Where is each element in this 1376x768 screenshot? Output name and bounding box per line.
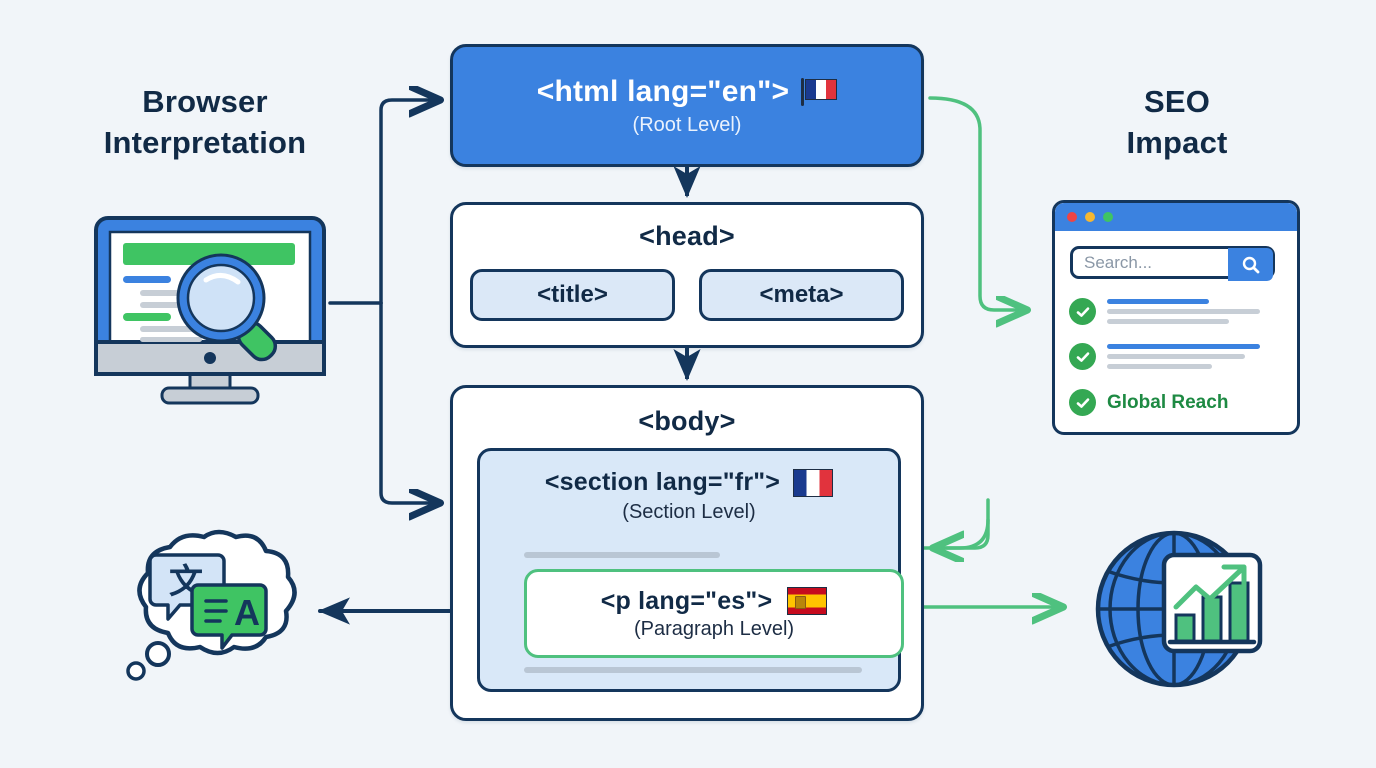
node-meta-tag[interactable]: <meta> bbox=[699, 269, 904, 321]
magnifier-icon bbox=[1242, 256, 1259, 273]
left-heading: Browser Interpretation bbox=[103, 84, 307, 160]
flag-france-waving-icon bbox=[801, 77, 838, 106]
node-head-tag: <head> bbox=[639, 221, 735, 251]
traffic-light-red-icon[interactable] bbox=[1067, 212, 1077, 222]
node-body-tag: <body> bbox=[638, 406, 736, 436]
node-section-level: (Section Level) bbox=[622, 501, 756, 523]
traffic-light-green-icon[interactable] bbox=[1103, 212, 1113, 222]
node-paragraph-tag-row: <p lang="es"> bbox=[601, 587, 828, 616]
search-button[interactable] bbox=[1228, 248, 1273, 281]
traffic-light-yellow-icon[interactable] bbox=[1085, 212, 1095, 222]
browser-title-bar bbox=[1055, 203, 1297, 231]
node-head[interactable]: <head> <title> <meta> bbox=[450, 202, 924, 348]
link-browser-branch-up bbox=[379, 100, 437, 305]
node-html-tag-row: <html lang="en"> bbox=[537, 75, 838, 109]
link-browser-branch-down bbox=[379, 301, 437, 503]
link-html-to-seo bbox=[928, 96, 1024, 310]
right-heading: SEO Impact bbox=[1126, 84, 1228, 160]
check-circle-icon bbox=[1069, 389, 1096, 416]
node-paragraph-tag: <p lang="es"> bbox=[600, 586, 773, 615]
result-item-2[interactable] bbox=[1069, 343, 1260, 370]
result-item-global-reach[interactable]: Global Reach bbox=[1069, 389, 1228, 416]
result-item-1[interactable] bbox=[1069, 298, 1260, 325]
node-html-tag: <html lang="en"> bbox=[536, 74, 790, 108]
node-body[interactable]: <body> <section lang="fr"> (Section Leve… bbox=[450, 385, 924, 721]
node-section-tag: <section lang="fr"> bbox=[544, 468, 781, 496]
search-input[interactable]: Search... bbox=[1070, 246, 1275, 281]
section-filler-line-bottom bbox=[524, 667, 862, 673]
node-section[interactable]: <section lang="fr"> (Section Level) <p l… bbox=[477, 448, 904, 692]
browser-interpretation-icon bbox=[90, 210, 330, 415]
flag-spain-icon bbox=[787, 587, 828, 615]
result-lines bbox=[1107, 344, 1260, 369]
node-html-root[interactable]: <html lang="en"> (Root Level) bbox=[450, 44, 924, 167]
global-growth-icon bbox=[1090, 525, 1270, 690]
search-placeholder: Search... bbox=[1084, 252, 1153, 272]
flag-france-icon bbox=[793, 468, 834, 497]
node-title-tag[interactable]: <title> bbox=[470, 269, 675, 321]
translation-glyph-latin: A bbox=[234, 592, 260, 633]
head-children: <title> <meta> bbox=[470, 269, 904, 321]
check-circle-icon bbox=[1069, 343, 1096, 370]
browser-window-shell: Search... bbox=[1052, 200, 1300, 435]
section-filler-line-top bbox=[524, 552, 720, 558]
node-paragraph-level: (Paragraph Level) bbox=[633, 617, 795, 640]
link-seo-arrow-into-section bbox=[936, 518, 990, 548]
node-section-tag-row: <section lang="fr"> bbox=[544, 468, 834, 497]
translation-thought-bubble-icon: 文 A bbox=[112, 525, 308, 683]
magnifier-icon bbox=[176, 253, 278, 362]
check-circle-icon bbox=[1069, 298, 1096, 325]
node-paragraph[interactable]: <p lang="es"> (Paragraph Level) bbox=[524, 569, 904, 658]
global-reach-label: Global Reach bbox=[1107, 391, 1229, 413]
search-results-mock[interactable]: Search... bbox=[1052, 200, 1300, 435]
node-html-level: (Root Level) bbox=[632, 113, 742, 136]
result-lines bbox=[1107, 299, 1260, 324]
